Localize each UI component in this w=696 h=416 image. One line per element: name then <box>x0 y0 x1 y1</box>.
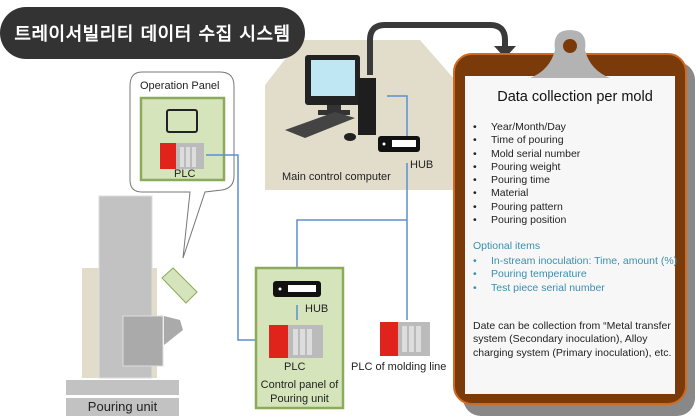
main-hub-icon <box>378 136 420 152</box>
control-panel-plc-icon <box>269 325 323 358</box>
control-panel-label-1: Control panel of <box>260 379 339 391</box>
optional-items-list: In-stream inoculation: Time, amount (%) … <box>470 255 685 295</box>
list-item: Pouring temperature <box>470 268 685 282</box>
operation-panel-plc-label: PLC <box>174 168 196 180</box>
molding-line-plc-label: PLC of molding line <box>351 361 447 373</box>
list-item: Pouring time <box>470 174 685 188</box>
list-item: Pouring pattern <box>470 201 685 215</box>
touch-screen-icon <box>166 109 198 133</box>
collection-note: Date can be collection from “Metal trans… <box>473 320 672 359</box>
main-computer-label: Main control computer <box>282 171 391 183</box>
pouring-unit-machine <box>66 195 198 416</box>
data-flow-arrow <box>367 22 508 75</box>
clipboard-title: Data collection per mold <box>497 89 653 105</box>
list-item: Year/Month/Day <box>470 121 685 135</box>
list-item: In-stream inoculation: Time, amount (%) <box>470 255 685 269</box>
control-panel-label-2: Pouring unit <box>270 393 329 405</box>
molding-line-plc-icon <box>380 322 430 356</box>
operation-panel-label: Operation Panel <box>140 80 220 92</box>
control-panel-hub-icon <box>273 281 321 297</box>
list-item: Pouring weight <box>470 161 685 175</box>
control-panel-plc-label: PLC <box>284 361 306 373</box>
main-hub-label: HUB <box>410 159 434 171</box>
list-item: Test piece serial number <box>470 282 685 296</box>
computer-icon <box>285 55 376 141</box>
list-item: Pouring position <box>470 214 685 228</box>
network-lines <box>206 95 408 341</box>
plc-icon <box>160 143 204 169</box>
arrow-head <box>494 46 516 58</box>
list-item: Material <box>470 187 685 201</box>
page-title: 트레이서빌리티 데이터 수집 시스템 <box>0 7 305 59</box>
required-items-list: Year/Month/Day Time of pouring Mold seri… <box>470 121 685 228</box>
clipboard-clip <box>530 30 610 78</box>
list-item: Time of pouring <box>470 134 685 148</box>
list-item: Mold serial number <box>470 148 685 162</box>
pouring-unit-label: Pouring unit <box>87 399 158 414</box>
control-panel-hub-label: HUB <box>305 303 329 315</box>
optional-items-title: Optional items <box>473 240 541 252</box>
